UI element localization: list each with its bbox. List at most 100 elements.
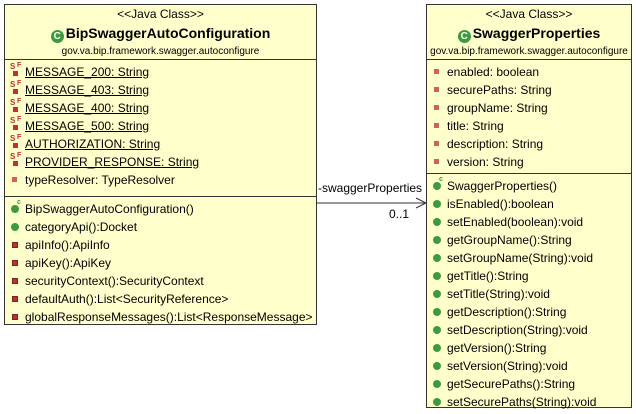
attribute-text: groupName: String	[447, 101, 548, 115]
operation-text: apiInfo():ApiInfo	[25, 238, 110, 252]
operation-text: setDescription(String):void	[447, 323, 588, 337]
attribute-row[interactable]: version: String	[427, 153, 631, 171]
attribute-row[interactable]: groupName: String	[427, 99, 631, 117]
operation-row[interactable]: categoryApi():Docket	[5, 218, 316, 236]
private-field-icon	[432, 121, 444, 131]
stereotype: <<Java Class>>	[485, 7, 573, 21]
public-method-icon	[432, 361, 444, 371]
attribute-text: PROVIDER_RESPONSE: String	[25, 155, 200, 169]
operation-row[interactable]: c SwaggerProperties()	[427, 176, 631, 195]
stereotype: <<Java Class>>	[117, 7, 204, 21]
operation-text: globalResponseMessages():List<ResponseMe…	[25, 310, 313, 324]
operation-row[interactable]: getVersion():String	[427, 339, 631, 357]
operation-row[interactable]: getSecurePaths():String	[427, 375, 631, 393]
attribute-text: MESSAGE_400: String	[25, 101, 150, 115]
operation-row[interactable]: setGroupName(String):void	[427, 249, 631, 267]
constructor-icon: c	[432, 176, 444, 191]
attribute-text: MESSAGE_500: String	[25, 119, 150, 133]
public-method-icon	[432, 199, 444, 209]
attribute-text: description: String	[447, 137, 544, 151]
operation-row[interactable]: getGroupName():String	[427, 231, 631, 249]
private-field-icon	[432, 157, 444, 167]
operation-row[interactable]: defaultAuth():List<SecurityReference>	[5, 290, 316, 308]
operation-text: SwaggerProperties()	[447, 179, 558, 193]
attribute-text: version: String	[447, 155, 524, 169]
operation-row[interactable]: setDescription(String):void	[427, 321, 631, 339]
attribute-row[interactable]: securePaths: String	[427, 81, 631, 99]
public-method-icon	[432, 307, 444, 317]
operation-text: setTitle(String):void	[447, 287, 550, 301]
attribute-text: securePaths: String	[447, 83, 552, 97]
attributes-compartment: enabled: boolean securePaths: String gro…	[427, 60, 631, 174]
operation-text: BipSwaggerAutoConfiguration()	[25, 202, 194, 216]
operations-compartment: c BipSwaggerAutoConfiguration() category…	[5, 197, 316, 329]
public-method-icon	[432, 343, 444, 353]
constructor-icon: c	[10, 199, 22, 214]
operation-row[interactable]: getTitle():String	[427, 267, 631, 285]
attribute-row[interactable]: typeResolver: TypeResolver	[5, 171, 316, 189]
operation-row[interactable]: setSecurePaths(String):void	[427, 393, 631, 411]
operation-text: getVersion():String	[447, 341, 547, 355]
attribute-text: AUTHORIZATION: String	[25, 137, 161, 151]
operation-row[interactable]: setEnabled(boolean):void	[427, 213, 631, 231]
operation-row[interactable]: globalResponseMessages():List<ResponseMe…	[5, 308, 316, 326]
public-method-icon	[432, 253, 444, 263]
operation-row[interactable]: c BipSwaggerAutoConfiguration()	[5, 199, 316, 218]
public-method-icon	[432, 217, 444, 227]
operation-text: setVersion(String):void	[447, 359, 568, 373]
attribute-row[interactable]: title: String	[427, 117, 631, 135]
operation-text: setEnabled(boolean):void	[447, 215, 584, 229]
attribute-text: MESSAGE_200: String	[25, 65, 150, 79]
operation-text: getDescription():String	[447, 305, 567, 319]
public-method-icon	[432, 325, 444, 335]
private-method-icon	[10, 276, 22, 286]
operation-text: apiKey():ApiKey	[25, 256, 112, 270]
association-role-label: -swaggerProperties	[318, 181, 423, 195]
class-name: BipSwaggerAutoConfiguration	[65, 25, 271, 41]
public-method-icon	[10, 222, 22, 232]
operation-text: getGroupName():String	[447, 233, 572, 247]
private-method-icon	[10, 294, 22, 304]
private-method-icon	[10, 240, 22, 250]
operation-row[interactable]: setVersion(String):void	[427, 357, 631, 375]
operation-text: setGroupName(String):void	[447, 251, 594, 265]
operation-row[interactable]: securityContext():SecurityContext	[5, 272, 316, 290]
operation-text: defaultAuth():List<SecurityReference>	[25, 292, 229, 306]
class-icon: C	[50, 30, 64, 43]
operation-text: getSecurePaths():String	[447, 377, 576, 391]
public-method-icon	[432, 289, 444, 299]
operation-text: securityContext():SecurityContext	[25, 274, 204, 288]
private-field-icon	[10, 175, 22, 185]
private-field-icon	[432, 103, 444, 113]
association-multiplicity-label: 0..1	[389, 207, 410, 221]
package-name: gov.va.bip.framework.swagger.autoconfigu…	[430, 46, 628, 57]
operation-row[interactable]: setTitle(String):void	[427, 285, 631, 303]
private-field-icon	[432, 85, 444, 95]
operation-row[interactable]: apiKey():ApiKey	[5, 254, 316, 272]
public-method-icon	[432, 271, 444, 281]
class-icon: C	[457, 30, 471, 43]
operation-row[interactable]: apiInfo():ApiInfo	[5, 236, 316, 254]
attribute-text: typeResolver: TypeResolver	[25, 173, 175, 187]
attribute-text: MESSAGE_403: String	[25, 83, 150, 97]
operation-row[interactable]: isEnabled():boolean	[427, 195, 631, 213]
attribute-row[interactable]: enabled: boolean	[427, 63, 631, 81]
operation-row[interactable]: getDescription():String	[427, 303, 631, 321]
attribute-row[interactable]: description: String	[427, 135, 631, 153]
